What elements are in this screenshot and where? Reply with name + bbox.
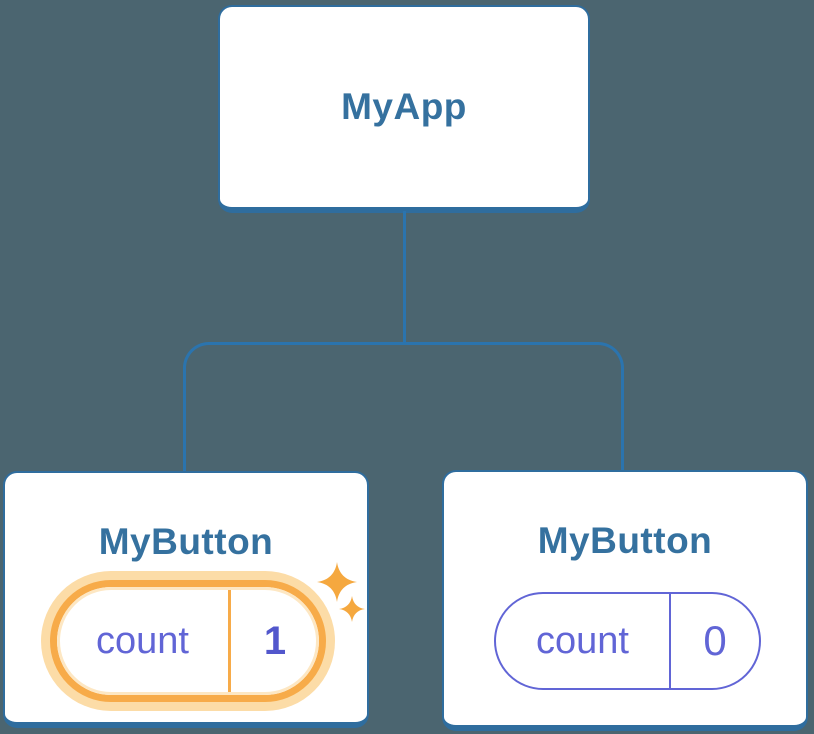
root-component-card: MyApp [218,5,590,213]
root-component-name: MyApp [341,86,467,127]
sparkle-icon [317,562,357,602]
child-component-card-normal: MyButton count 0 [442,470,808,731]
connector-root-line [403,211,406,343]
state-value: 1 [263,618,287,663]
pill-divider [669,594,671,688]
child-component-name: MyButton [98,521,274,562]
state-pill: count 0 [494,592,761,690]
child-component-name: MyButton [537,520,713,561]
sparkle-icon [339,596,365,622]
connector-branch [183,342,624,471]
state-pill-highlighted: count 1 [50,580,326,702]
child-component-card-highlighted: MyButton count 1 [3,471,369,728]
state-name-label: count [536,619,629,662]
state-name-label: count [96,619,189,662]
state-value: 0 [703,617,727,664]
pill-divider [228,587,231,695]
